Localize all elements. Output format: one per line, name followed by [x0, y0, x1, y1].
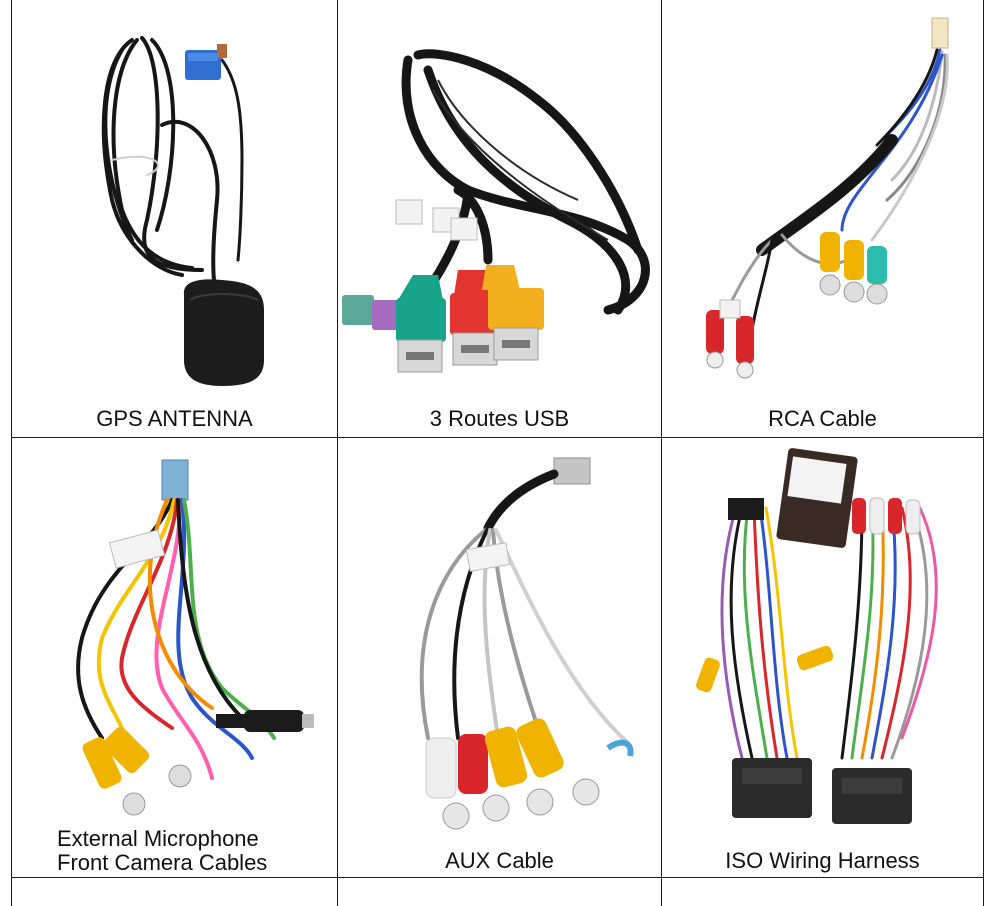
product-caption: ISO Wiring Harness [725, 848, 920, 873]
product-caption: RCA Cable [768, 406, 877, 431]
rca-cable-icon [706, 17, 949, 379]
grid-line-col1 [337, 0, 338, 906]
product-caption: AUX Cable [445, 848, 554, 873]
iso-harness-icon [696, 448, 938, 824]
grid-line-row2 [11, 877, 984, 878]
product-caption-line2: Front Camera Cables [57, 850, 268, 875]
grid-line-right [983, 0, 984, 906]
grid-line-col2 [661, 0, 662, 906]
product-cell-aux[interactable]: AUX Cable [338, 438, 661, 877]
product-caption-line1: External Microphone [57, 826, 259, 851]
microphone-camera-cable-icon [76, 459, 314, 816]
usb-cable-icon [342, 49, 650, 373]
product-cell-iso-harness[interactable]: ISO Wiring Harness [662, 438, 983, 877]
product-caption: 3 Routes USB [429, 406, 570, 431]
product-cell-rca[interactable]: RCA Cable [662, 0, 983, 437]
product-cell-gps-antenna[interactable]: GPS ANTENNA [12, 0, 337, 437]
grid-line-row1 [11, 437, 984, 438]
grid-line-left [11, 0, 12, 906]
aux-cable-icon [419, 457, 634, 830]
product-cell-usb[interactable]: 3 Routes USB [338, 0, 661, 437]
gps-antenna-icon [101, 36, 264, 386]
product-cell-microphone-camera[interactable]: External Microphone Front Camera Cables [12, 438, 337, 877]
product-caption: GPS ANTENNA [96, 406, 253, 431]
